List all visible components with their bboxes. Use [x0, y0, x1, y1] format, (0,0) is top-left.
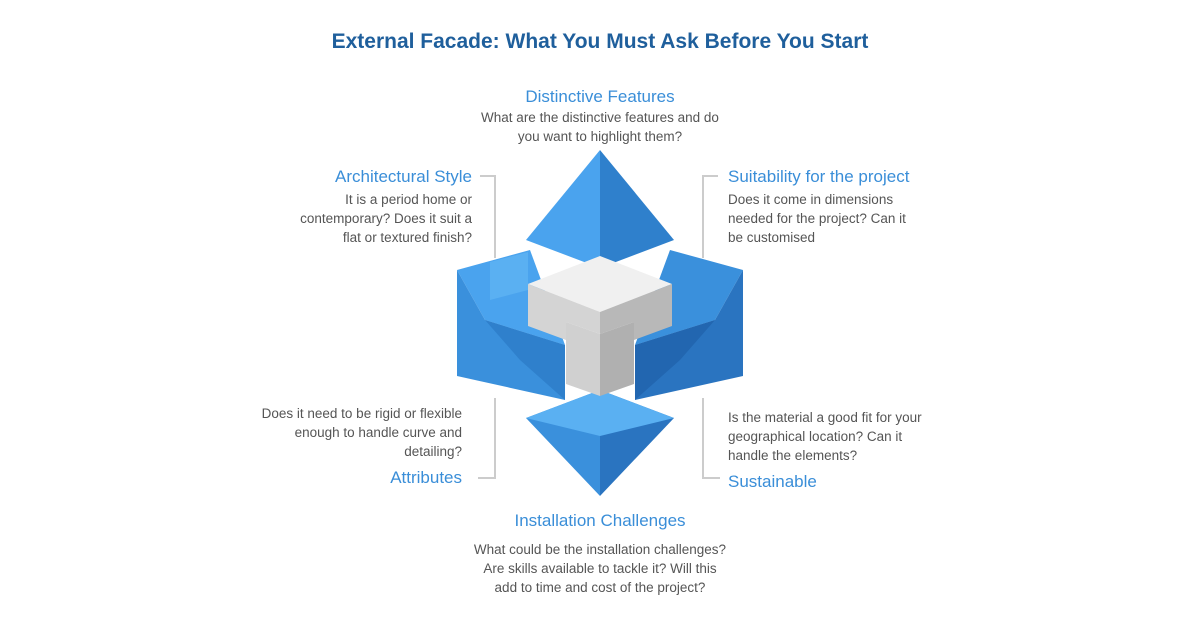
bracket-architectural	[480, 175, 496, 258]
section-distinctive-features: Distinctive Features What are the distin…	[450, 86, 750, 146]
section-sustainable: Is the material a good fit for your geog…	[728, 408, 988, 493]
t-block-left-arm	[528, 284, 600, 340]
desc-sustainable: Is the material a good fit for your geog…	[728, 410, 922, 463]
flap-left	[490, 252, 528, 300]
desc-installation-challenges: What could be the installation challenge…	[473, 542, 727, 595]
page-title: External Facade: What You Must Ask Befor…	[331, 30, 869, 53]
bracket-attributes	[478, 398, 496, 479]
wing-left-lower-shade	[485, 320, 565, 400]
heading-sustainable: Sustainable	[728, 472, 817, 491]
desc-distinctive-features: What are the distinctive features and do…	[481, 110, 719, 144]
desc-suitability: Does it come in dimensions needed for th…	[728, 192, 906, 245]
heading-suitability: Suitability for the project	[728, 167, 910, 186]
pyramid-top-left	[526, 150, 600, 268]
section-installation-challenges: Installation Challenges What could be th…	[400, 510, 800, 597]
desc-architectural-style: It is a period home or contemporary? Doe…	[300, 192, 472, 245]
pyramid-bottom-top	[526, 390, 674, 436]
section-suitability: Suitability for the project Does it come…	[728, 166, 968, 247]
bracket-lines	[478, 175, 720, 479]
desc-attributes: Does it need to be rigid or flexible eno…	[261, 406, 462, 459]
heading-attributes: Attributes	[390, 468, 462, 487]
bracket-sustainable	[702, 398, 720, 479]
t-block-stem-left	[566, 322, 600, 396]
heading-architectural-style: Architectural Style	[335, 167, 472, 186]
t-block-stem-right	[600, 322, 634, 396]
bracket-suitability	[702, 175, 718, 258]
heading-distinctive-features: Distinctive Features	[525, 87, 675, 106]
section-attributes: Does it need to be rigid or flexible eno…	[220, 404, 462, 489]
flap-right	[672, 252, 710, 300]
pyramid-top-right	[600, 150, 674, 268]
heading-installation-challenges: Installation Challenges	[514, 511, 686, 530]
section-architectural-style: Architectural Style It is a period home …	[250, 166, 472, 247]
wing-right-lower-shade	[635, 320, 715, 400]
t-block	[528, 256, 672, 396]
t-block-right-arm	[600, 284, 672, 340]
